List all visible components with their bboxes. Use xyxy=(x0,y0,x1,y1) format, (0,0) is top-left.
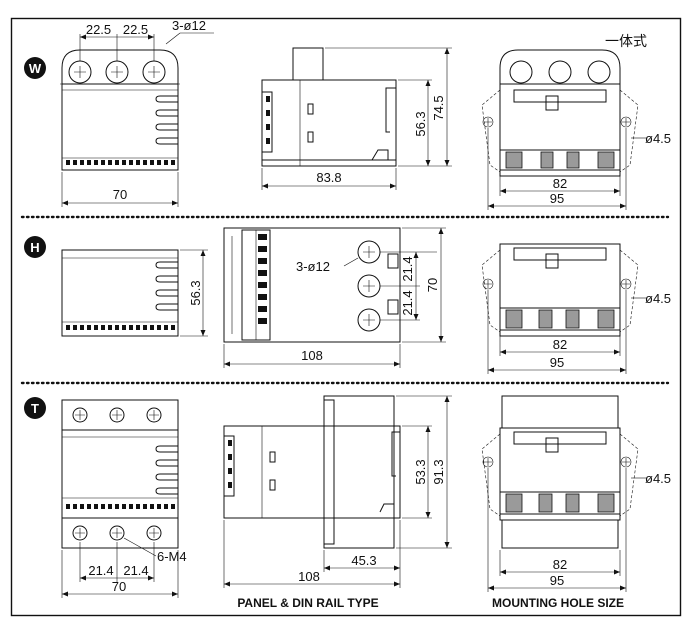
t-mount-w2-label: 95 xyxy=(550,573,564,588)
h-mounting-view: ø4.5 82 95 xyxy=(481,243,671,374)
w-mount-hole-label: ø4.5 xyxy=(645,131,671,146)
h-gap2-label: 21.4 xyxy=(400,290,415,315)
t-gap2-label: 21.4 xyxy=(123,563,148,578)
w-mounting-view: ø4.5 82 95 xyxy=(481,49,671,210)
badge-t-label: T xyxy=(31,401,39,416)
h-mount-w1-label: 82 xyxy=(553,337,567,352)
badge-h-label: H xyxy=(30,240,39,255)
t-side-width-label: 108 xyxy=(298,569,320,584)
w-mount-w2-label: 95 xyxy=(550,191,564,206)
w-side-width-label: 83.8 xyxy=(316,170,341,185)
h-mount-w2-label: 95 xyxy=(550,355,564,370)
h-gap1-label: 21.4 xyxy=(400,256,415,281)
badge-w xyxy=(24,57,46,79)
w-mount-w1-label: 82 xyxy=(553,176,567,191)
section-w: W 22.5 22.5 3-ø xyxy=(24,18,671,210)
w-holes-label: 3-ø12 xyxy=(172,18,206,33)
corner-note: 一体式 xyxy=(605,33,647,49)
w-pitch1-label: 22.5 xyxy=(86,22,111,37)
h-top-view: 3-ø12 21.4 21.4 70 108 xyxy=(223,227,446,368)
t-side-view: 108 45.3 53.3 91.3 xyxy=(223,395,452,588)
badge-t xyxy=(24,397,46,419)
w-front-view: 22.5 22.5 3-ø12 70 xyxy=(60,18,214,207)
h-holes-label: 3-ø12 xyxy=(296,259,330,274)
drawing-border xyxy=(10,17,682,617)
t-mount-w1-label: 82 xyxy=(553,557,567,572)
t-mount-hole-label: ø4.5 xyxy=(645,471,671,486)
h-height-label: 70 xyxy=(425,278,440,292)
t-mounting-view: ø4.5 82 95 xyxy=(481,395,671,592)
caption-panel-din-rail: PANEL & DIN RAIL TYPE xyxy=(237,596,378,610)
t-gap1-label: 21.4 xyxy=(88,563,113,578)
h-mount-hole-label: ø4.5 xyxy=(645,291,671,306)
caption-mounting-hole: MOUNTING HOLE SIZE xyxy=(492,596,624,610)
w-side-view: 83.8 56.3 74.5 xyxy=(261,47,452,190)
t-screws-label: 6-M4 xyxy=(157,549,187,564)
w-pitch2-label: 22.5 xyxy=(123,22,148,37)
t-side-h1-label: 53.3 xyxy=(413,459,428,484)
w-side-h1-label: 56.3 xyxy=(413,111,428,136)
badge-h xyxy=(24,236,46,258)
t-width-label: 70 xyxy=(112,579,126,594)
section-t: T 6-M4 21.4 21.4 xyxy=(24,395,671,598)
badge-w-label: W xyxy=(29,61,42,76)
h-front-view: 56.3 xyxy=(61,249,208,337)
h-front-h-label: 56.3 xyxy=(188,280,203,305)
w-side-h2-label: 74.5 xyxy=(431,95,446,120)
t-side-h2-label: 91.3 xyxy=(431,459,446,484)
h-width-label: 108 xyxy=(301,348,323,363)
t-side-d-label: 45.3 xyxy=(351,553,376,568)
section-h: H 56.3 xyxy=(24,227,671,374)
t-front-view: 6-M4 21.4 21.4 70 xyxy=(61,399,187,598)
w-width-label: 70 xyxy=(113,187,127,202)
